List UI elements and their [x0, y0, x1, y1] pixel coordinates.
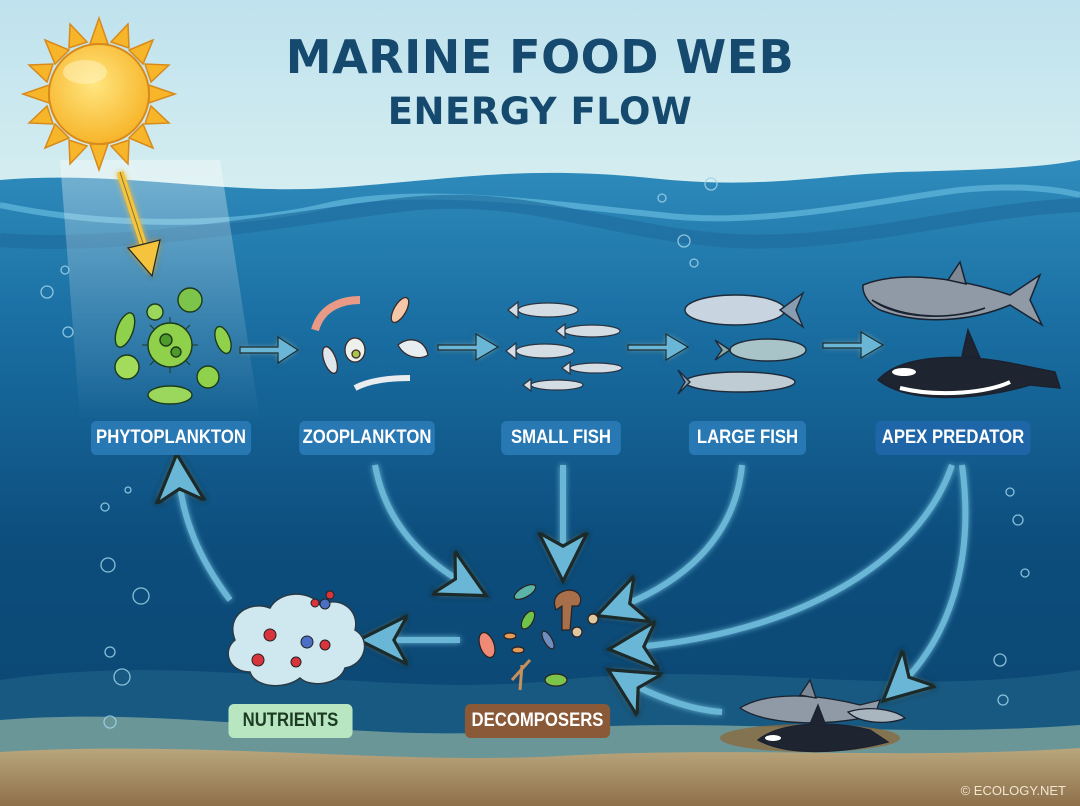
apex-predator-illustration [862, 260, 1062, 399]
seafloor-sand [0, 748, 1080, 806]
diagram-title: MARINE FOOD WEB [285, 30, 795, 84]
chain-arrows [239, 330, 885, 365]
bubbles [40, 177, 1030, 729]
label-zooplankton: ZOOPLANKTON [299, 421, 435, 455]
arrow-large-fish-to-apex [822, 330, 885, 360]
arrow-large-fish-to-decomposers [612, 464, 745, 610]
diagram-subtitle: ENERGY FLOW [387, 90, 693, 133]
label-large-fish: LARGE FISH [688, 421, 807, 455]
label-nutrients: NUTRIENTS [228, 704, 353, 738]
arrow-sun-to-phytoplankton [116, 170, 161, 278]
decomposers-illustration [478, 584, 599, 691]
arrow-apex-to-remains [895, 464, 969, 690]
decomposition-arrows [178, 464, 969, 712]
arrow-zoo-to-small-fish [437, 332, 500, 362]
phytoplankton-illustration [114, 287, 232, 405]
arrow-small-fish-to-large-fish [627, 332, 690, 362]
nutrients-illustration [227, 590, 366, 687]
zooplankton-illustration [311, 296, 429, 391]
sun-icon [20, 15, 178, 173]
small-fish-illustration [505, 300, 623, 393]
arrow-remains-to-decomposers [622, 678, 723, 712]
arrow-nutrients-to-phytoplankton [178, 470, 233, 602]
label-phytoplankton: PHYTOPLANKTON [90, 421, 252, 455]
arrow-phyto-to-zoo [239, 335, 300, 365]
arrow-zoo-to-decomposers [372, 464, 472, 588]
label-apex-predator: APEX PREDATOR [875, 421, 1031, 455]
label-small-fish: SMALL FISH [501, 421, 621, 455]
copyright-credit: © ECOLOGY.NET [960, 783, 1066, 798]
arrow-apex-to-decomposers [625, 464, 955, 648]
large-fish-illustration [677, 290, 807, 395]
dead-remains-illustration [720, 678, 907, 753]
sun-ray [60, 160, 260, 420]
label-decomposers: DECOMPOSERS [464, 704, 611, 738]
